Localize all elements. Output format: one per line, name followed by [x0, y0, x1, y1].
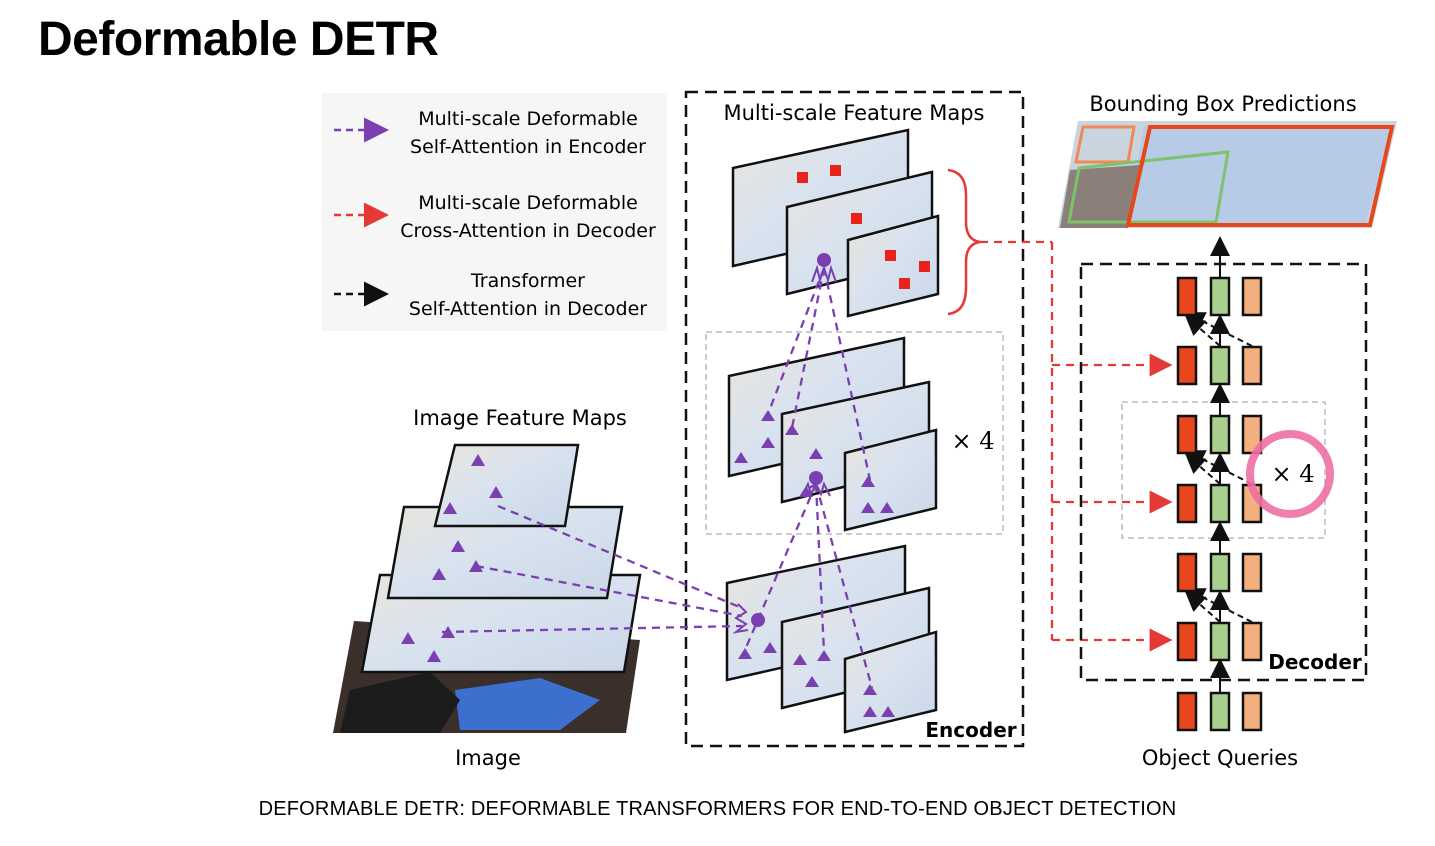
- feature-maps-middle: [727, 336, 938, 532]
- image-to-encoder-lines: [441, 504, 743, 634]
- bounding-box-predictions-label: Bounding Box Predictions: [1089, 92, 1357, 116]
- feature-maps-top: [731, 128, 940, 318]
- legend-encoder-self-attn: Multi-scale Deformable Self-Attention in…: [388, 105, 668, 161]
- decoder-box: [1079, 262, 1368, 682]
- feature-maps-bottom: [725, 544, 938, 734]
- encoder-attention-lines: [743, 267, 874, 689]
- bounding-box-predictions-image: [1058, 121, 1397, 228]
- decoder-query-blocks: [1176, 276, 1263, 662]
- decoder-label: Decoder: [1268, 650, 1362, 674]
- legend-line: Self-Attention in Decoder: [408, 298, 648, 320]
- object-query-blocks: [1176, 691, 1263, 732]
- legend-line: Cross-Attention in Decoder: [400, 220, 656, 242]
- encoder-box: [684, 90, 1025, 748]
- image-feature-maps-label: Image Feature Maps: [413, 406, 627, 430]
- cross-attention-lines: [980, 240, 1173, 652]
- paper-caption: DEFORMABLE DETR: DEFORMABLE TRANSFORMERS…: [258, 798, 1177, 820]
- decoder-repeat-label: × 4: [1271, 460, 1315, 488]
- feature-maps-brace: [947, 168, 981, 316]
- legend-decoder-self-attn: Transformer Self-Attention in Decoder: [388, 267, 668, 323]
- object-queries-label: Object Queries: [1141, 746, 1299, 770]
- legend-line: Transformer: [470, 270, 585, 292]
- image-feature-maps: [333, 443, 642, 733]
- decoder-self-attention-lines: [1184, 312, 1253, 623]
- encoder-repeat-label: × 4: [951, 427, 995, 455]
- highlight-ring: [1246, 430, 1334, 518]
- slide-title: Deformable DETR: [38, 13, 439, 66]
- encoder-label: Encoder: [925, 718, 1017, 742]
- multiscale-feature-maps-label: Multi-scale Feature Maps: [723, 101, 985, 125]
- legend-decoder-cross-attn: Multi-scale Deformable Cross-Attention i…: [388, 189, 668, 245]
- legend-line: Self-Attention in Encoder: [410, 136, 646, 158]
- legend-line: Multi-scale Deformable: [418, 108, 638, 130]
- image-label: Image: [455, 746, 521, 770]
- legend-line: Multi-scale Deformable: [418, 192, 638, 214]
